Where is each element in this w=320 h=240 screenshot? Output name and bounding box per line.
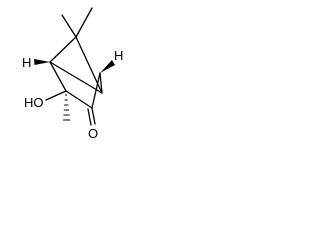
bond-methyl-top-left	[61, 14, 77, 38]
bond-c4-c3	[91, 72, 101, 109]
bond-c3-c2	[65, 90, 93, 109]
bond-c2-oh	[45, 90, 67, 101]
molecule-structure: H H HO O	[22, 7, 123, 141]
bond-methyl-top-right	[75, 7, 93, 38]
bond-c5-c4	[99, 72, 103, 94]
bond-carbonyl-2	[87, 108, 92, 126]
wedge-h-right	[100, 60, 115, 73]
label-ketone-oxygen: O	[88, 126, 98, 141]
label-h-left: H	[22, 55, 31, 70]
bond-bridgehead-cross	[49, 61, 103, 94]
wedge-h-left	[34, 59, 50, 65]
bond-bridge-left	[49, 36, 77, 63]
hashed-wedge-c2-methyl	[63, 94, 71, 121]
label-hydroxyl: HO	[24, 95, 44, 110]
bond-c1-c2	[49, 61, 67, 92]
label-h-right: H	[114, 48, 123, 63]
bond-carbonyl-1	[91, 107, 96, 125]
